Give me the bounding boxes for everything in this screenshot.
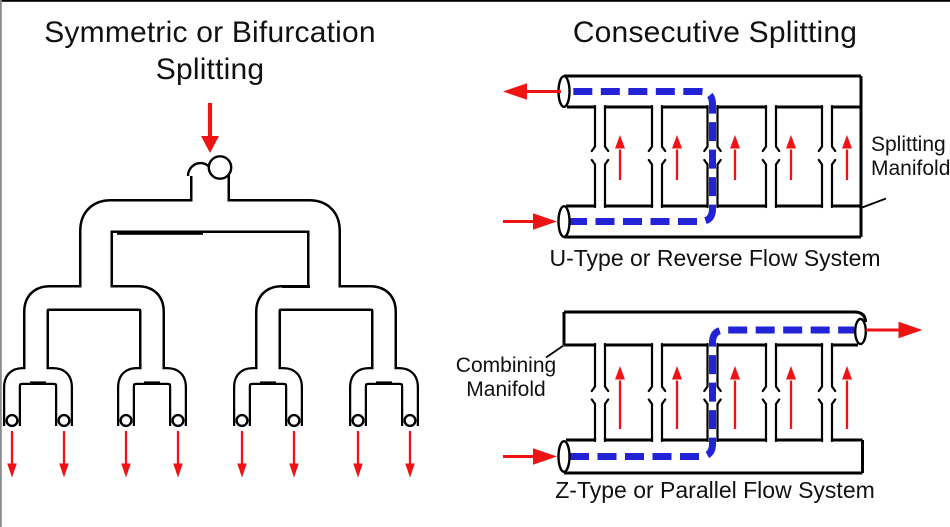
right-title: Consecutive Splitting — [572, 16, 858, 49]
combining-manifold-label-line1: Combining — [455, 354, 557, 377]
z-channel-flow-arrows — [615, 366, 852, 429]
splitting-manifold-label: Splitting Manifold — [871, 133, 950, 180]
z-connecting-tubes — [590, 342, 837, 443]
combining-manifold-pointer-line — [545, 344, 565, 359]
z-type-manifold-diagram — [503, 310, 923, 475]
left-border-line — [0, 0, 2, 527]
u-outlet-arrow — [503, 83, 561, 100]
z-outlet-arrow — [866, 321, 923, 339]
outlet-flow-arrows — [7, 431, 415, 478]
splitting-manifold-label-line1: Splitting — [871, 133, 946, 156]
top-border-line — [0, 0, 950, 2]
left-title-line2: Splitting — [155, 53, 265, 86]
z-flow-path-dashed — [570, 326, 854, 460]
tree-channel-bores — [5, 169, 417, 426]
z-inlet-opening — [557, 440, 571, 474]
z-outlet-opening — [854, 317, 868, 346]
u-type-manifold-diagram — [503, 74, 887, 239]
combining-manifold-label: Combining Manifold — [446, 354, 566, 401]
u-inlet-opening — [557, 204, 571, 238]
u-type-caption: U-Type or Reverse Flow System — [549, 245, 881, 271]
z-inlet-arrow — [503, 448, 557, 465]
combining-manifold-label-line2: Manifold — [466, 377, 546, 401]
u-inlet-arrow — [503, 213, 557, 230]
splitting-manifold-pointer-line — [859, 197, 887, 210]
u-channel-flow-arrows — [615, 135, 852, 180]
u-connecting-tubes — [590, 104, 837, 209]
splitting-manifold-label-line2: Manifold — [871, 156, 950, 180]
left-title: Symmetric or Bifurcation Splitting — [10, 14, 410, 88]
inlet-flow-arrow — [201, 103, 219, 153]
tree-thick-line-marks — [30, 230, 392, 385]
u-flow-path-dashed — [568, 88, 716, 225]
outlet-tube-openings — [5, 413, 417, 428]
bifurcation-tree-diagram — [3, 103, 419, 478]
left-title-line1: Symmetric or Bifurcation — [44, 16, 376, 49]
inlet-tube-opening — [207, 155, 233, 180]
z-type-caption: Z-Type or Parallel Flow System — [555, 477, 875, 503]
